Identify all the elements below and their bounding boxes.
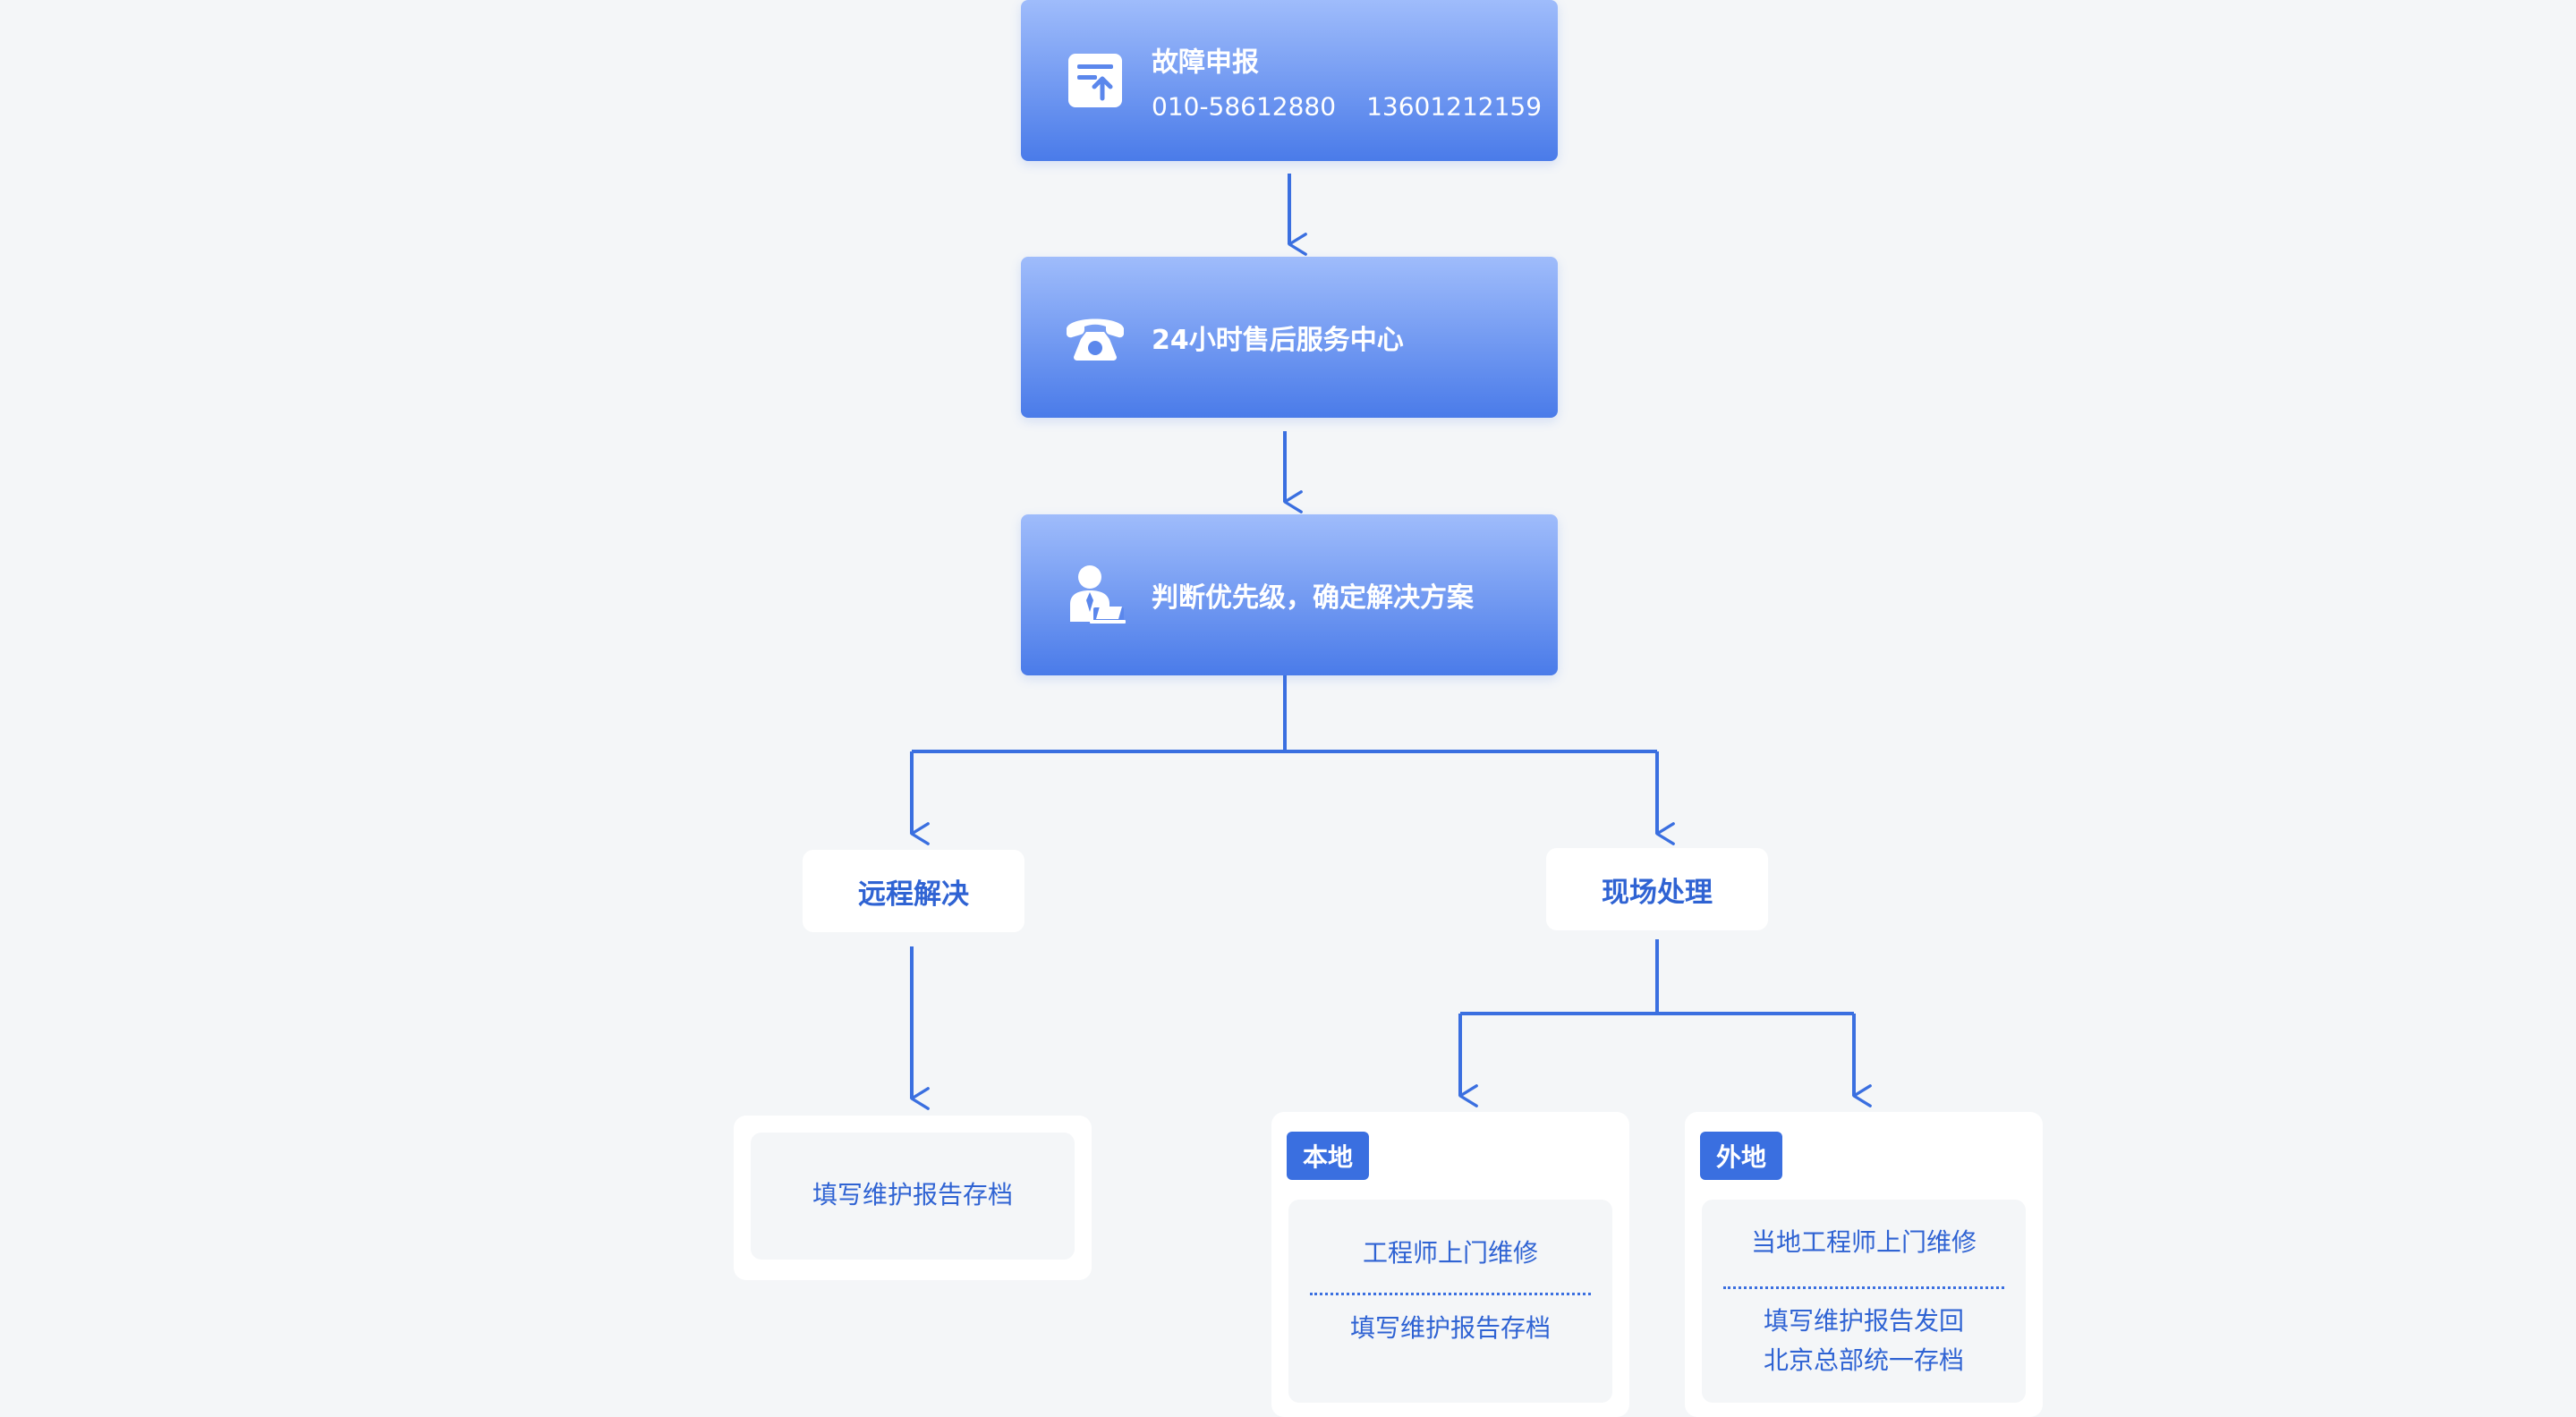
remote-step-report: 填写维护报告存档 <box>812 1180 1013 1209</box>
remote-result-panel: 填写维护报告存档 <box>751 1133 1075 1260</box>
local-card: 本地 工程师上门维修 填写维护报告存档 <box>1271 1112 1629 1417</box>
local-tag: 本地 <box>1287 1132 1369 1180</box>
hotline-numbers: 010-58612880 13601212159 <box>1152 92 1542 122</box>
branch-remote-label: 远程解决 <box>858 878 969 911</box>
local-step-report: 填写维护报告存档 <box>1349 1313 1551 1343</box>
step-title: 故障申报 <box>1152 47 1259 79</box>
step-service-center: 24小时售后服务中心 <box>1021 257 1558 418</box>
external-step-archive: 北京总部统一存档 <box>1763 1345 1964 1375</box>
step-priority: 判断优先级，确定解决方案 <box>1021 514 1558 675</box>
external-tag: 外地 <box>1700 1132 1782 1180</box>
branch-remote: 远程解决 <box>803 850 1024 932</box>
step-fault-report-text: 故障申报 010-58612880 13601212159 <box>1152 40 1542 122</box>
branch-onsite-label: 现场处理 <box>1602 876 1713 909</box>
external-step-local-engineer: 当地工程师上门维修 <box>1750 1227 1977 1257</box>
step-fault-report: 故障申报 010-58612880 13601212159 <box>1021 0 1558 161</box>
external-steps-panel: 当地工程师上门维修 填写维护报告发回 北京总部统一存档 <box>1702 1200 2026 1403</box>
hotline-mobile: 13601212159 <box>1366 91 1543 122</box>
local-steps-panel: 工程师上门维修 填写维护报告存档 <box>1288 1200 1612 1403</box>
local-step-engineer-visit: 工程师上门维修 <box>1362 1238 1538 1268</box>
external-step-divider <box>1723 1286 2004 1289</box>
local-step-divider <box>1310 1293 1591 1295</box>
remote-result-card: 填写维护报告存档 <box>734 1116 1092 1280</box>
branch-onsite: 现场处理 <box>1546 848 1768 930</box>
step-title: 判断优先级，确定解决方案 <box>1152 582 1474 614</box>
step-title: 24小时售后服务中心 <box>1152 325 1404 356</box>
telephone-icon <box>1063 305 1127 369</box>
upload-document-icon <box>1063 48 1127 113</box>
external-step-report-send: 填写维护报告发回 <box>1763 1306 1964 1336</box>
agent-laptop-icon <box>1063 563 1127 627</box>
hotline-landline: 010-58612880 <box>1152 91 1337 122</box>
external-card: 外地 当地工程师上门维修 填写维护报告发回 北京总部统一存档 <box>1685 1112 2043 1417</box>
